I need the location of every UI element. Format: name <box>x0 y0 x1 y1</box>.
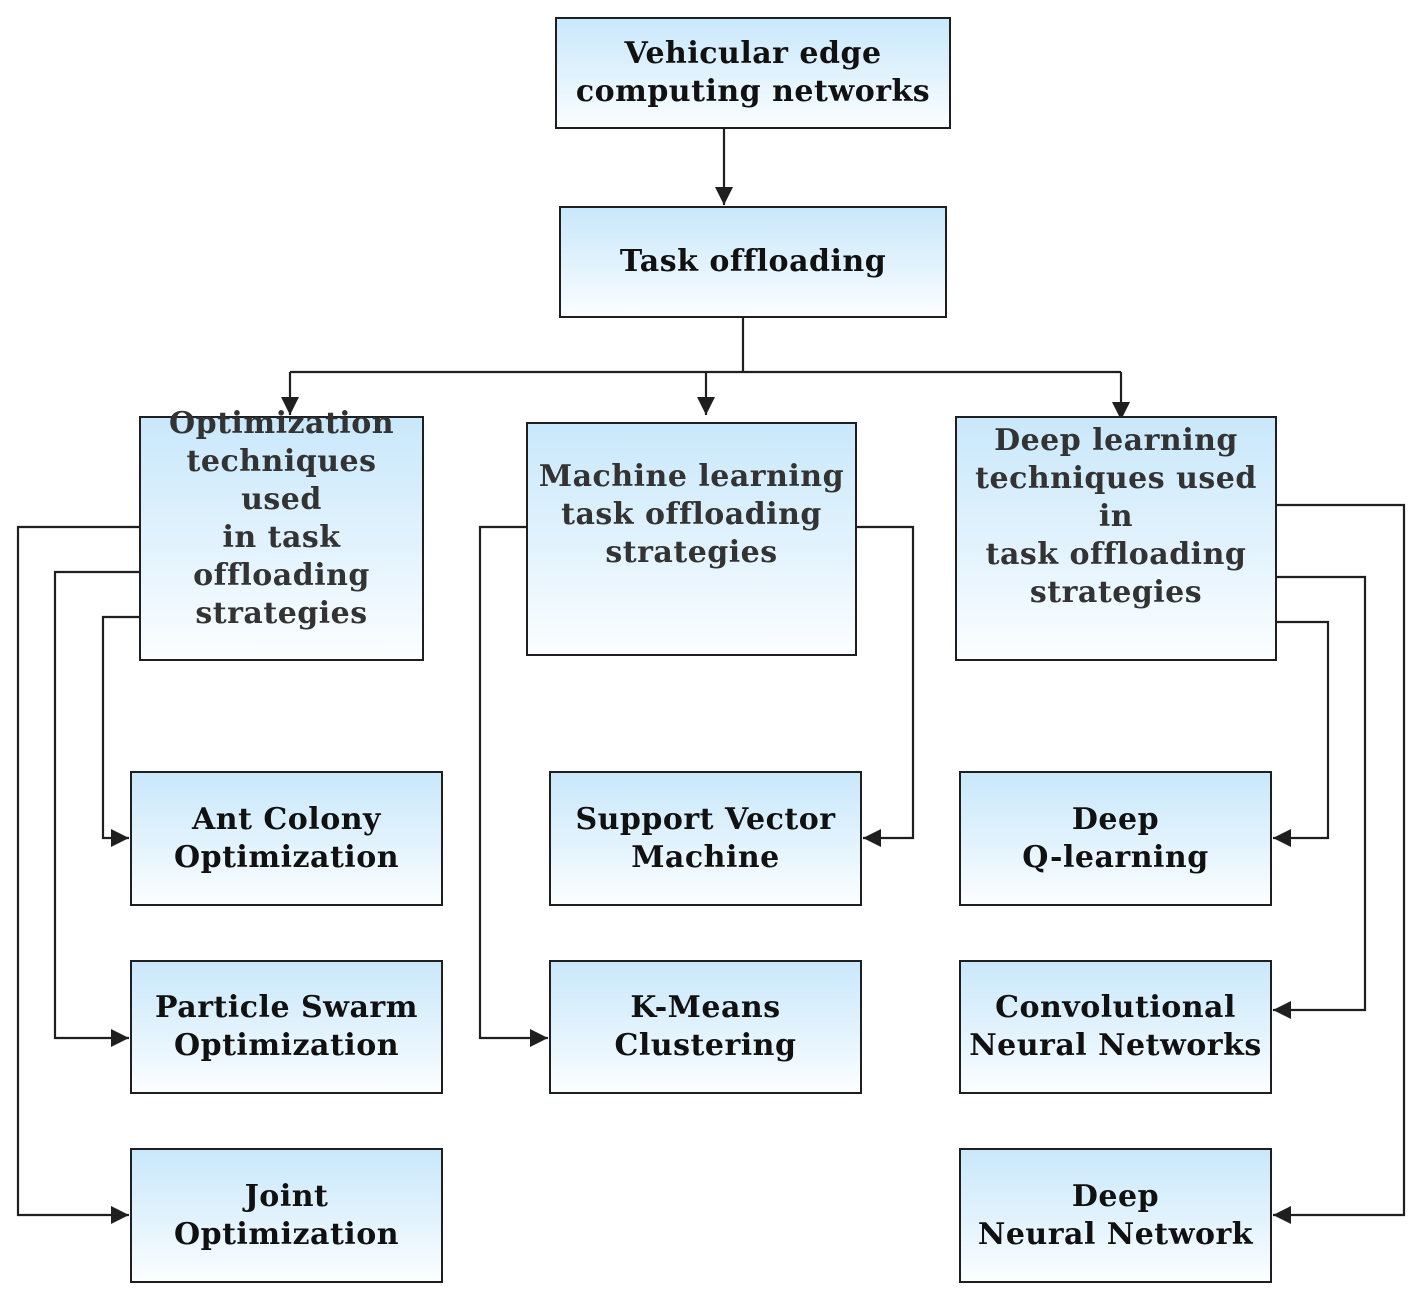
connector-ml-to-svm <box>857 525 915 847</box>
node-label-line: strategies <box>195 595 368 631</box>
node-label-line: offloading <box>193 557 370 593</box>
connector-optimization-to-particle-swarm <box>53 570 139 1047</box>
node-label-line: Task offloading <box>619 244 887 279</box>
node-deep-learning-techniques: Deep learning techniques used in task of… <box>955 416 1277 661</box>
connector-dl-to-cnn <box>1273 575 1367 1019</box>
node-label-line: Ant Colony <box>192 801 381 837</box>
node-deep-neural-network: Deep Neural Network <box>959 1148 1272 1283</box>
node-convolutional-neural-networks: Convolutional Neural Networks <box>959 960 1272 1094</box>
node-label-line: Deep <box>1071 801 1160 837</box>
node-label-line: Optimization <box>168 405 395 441</box>
node-machine-learning-strategies: Machine learning task offloading strateg… <box>526 422 857 656</box>
connector-dl-to-dnn <box>1273 503 1406 1224</box>
node-label-line: techniques used in <box>975 460 1257 534</box>
node-label-line: Neural Network <box>977 1216 1254 1252</box>
node-label-line: Optimization <box>173 1028 400 1063</box>
node-label-line: task offloading <box>561 497 822 532</box>
node-label-line: computing networks <box>575 74 931 109</box>
connector-optimization-to-ant-colony <box>101 615 139 847</box>
node-particle-swarm-optimization: Particle Swarm Optimization <box>130 960 443 1094</box>
node-ant-colony-optimization: Ant Colony Optimization <box>130 771 443 906</box>
node-label-line: Q-learning <box>1022 839 1209 875</box>
node-label-line: Particle Swarm <box>155 990 418 1025</box>
node-deep-q-learning: Deep Q-learning <box>959 771 1272 906</box>
node-label-line: Joint <box>244 1178 329 1214</box>
node-label-line: Machine learning <box>538 459 845 494</box>
node-label-line: Neural Networks <box>969 1028 1262 1063</box>
node-support-vector-machine: Support Vector Machine <box>549 771 862 906</box>
node-label-line: task offloading <box>985 536 1247 572</box>
node-label-line: Deep <box>1071 1178 1160 1214</box>
node-label-line: strategies <box>605 535 778 570</box>
node-label-line: Vehicular edge <box>624 36 882 71</box>
node-vehicular-edge-computing: Vehicular edge computing networks <box>555 17 951 129</box>
node-label-line: Deep learning <box>994 422 1238 458</box>
node-label-line: strategies <box>1029 574 1203 610</box>
node-label-line: Support Vector <box>575 801 836 837</box>
connector-task-trunk <box>290 318 1121 374</box>
node-task-offloading: Task offloading <box>559 206 947 318</box>
node-label-line: K-Means <box>630 990 781 1025</box>
node-optimization-techniques: Optimization techniques used in task off… <box>139 406 424 661</box>
connector-optimization-to-joint <box>16 525 139 1224</box>
node-label-line: in task <box>222 519 341 555</box>
node-label-line: Convolutional <box>995 990 1236 1025</box>
node-label-line: Optimization <box>173 1216 400 1252</box>
node-label-line: Clustering <box>614 1028 797 1063</box>
node-label-line: Machine <box>631 839 780 875</box>
connector-ml-to-kmeans <box>478 525 548 1047</box>
node-label-line: techniques used <box>186 443 377 517</box>
node-joint-optimization: Joint Optimization <box>130 1148 443 1283</box>
node-label-line: Optimization <box>173 839 400 875</box>
node-k-means-clustering: K-Means Clustering <box>549 960 862 1094</box>
connector-dl-to-deep-q <box>1273 620 1330 847</box>
